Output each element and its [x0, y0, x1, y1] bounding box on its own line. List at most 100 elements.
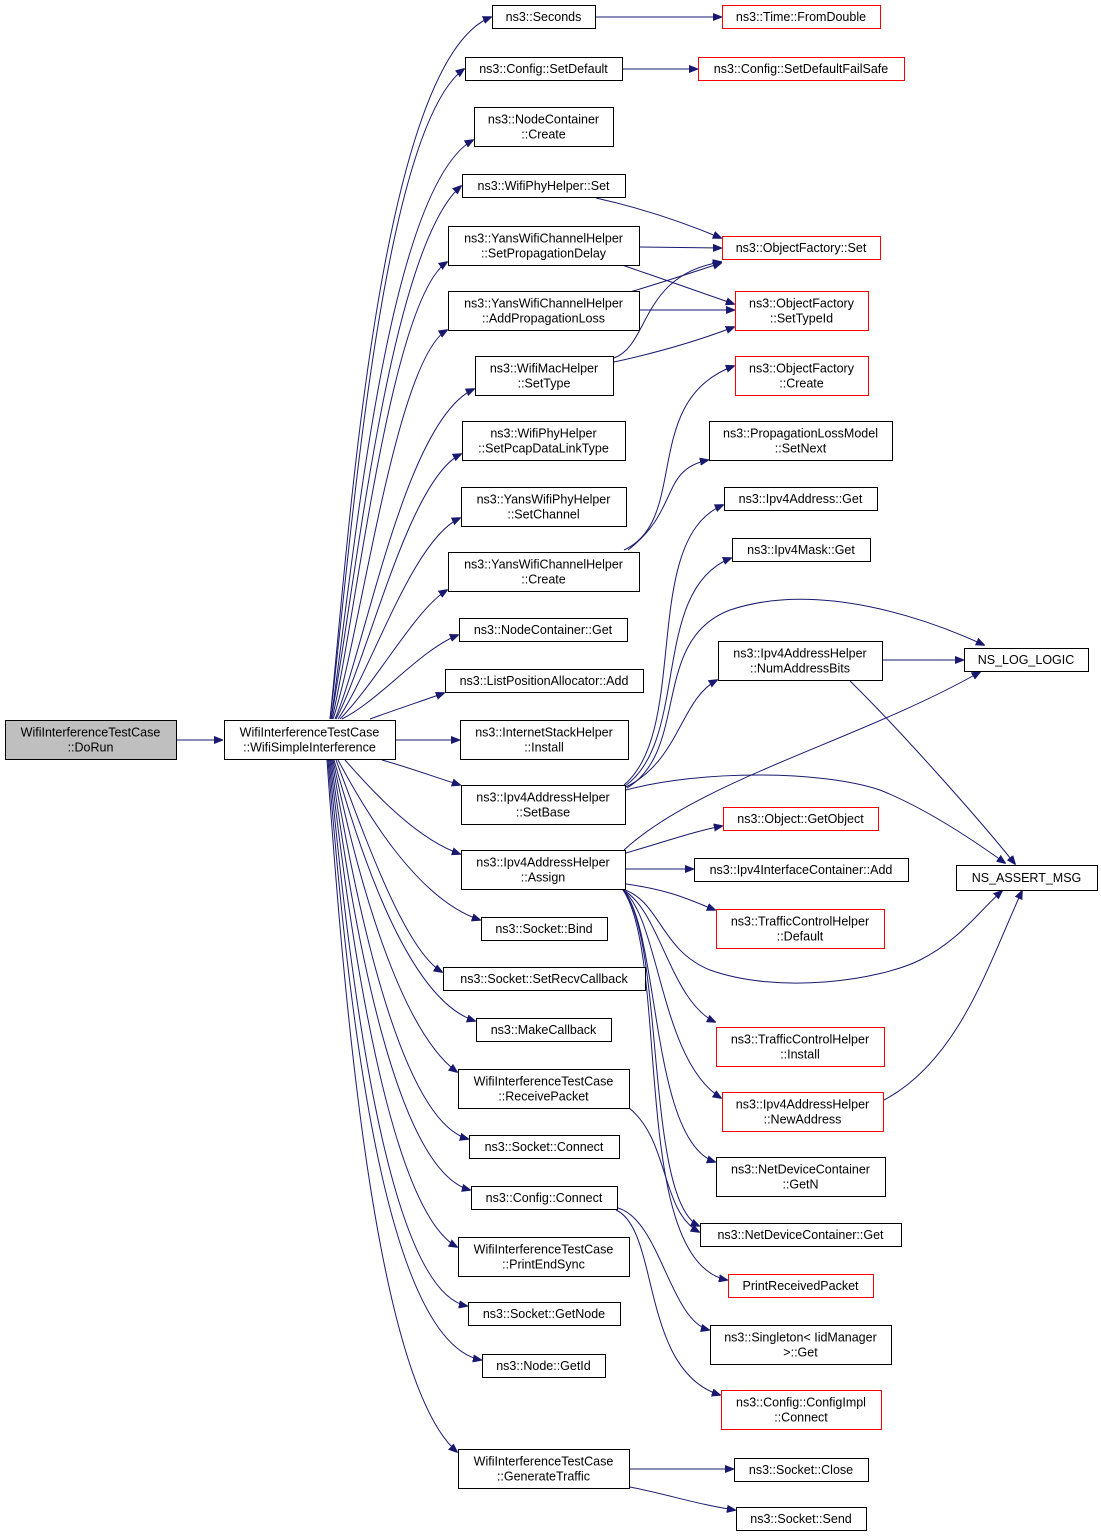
node-ndcgetn[interactable]: ns3::NetDeviceContainer::GetN: [716, 1157, 886, 1197]
node-witcrecv[interactable]: WifiInterferenceTestCase::ReceivePacket: [458, 1069, 630, 1109]
node-box: [722, 236, 881, 260]
node-ipv4ahassign[interactable]: ns3::Ipv4AddressHelper::Assign: [461, 850, 626, 890]
node-label: ns3::WifiPhyHelper::Set: [478, 179, 611, 193]
node-label: ::SetPcapDataLinkType: [478, 442, 609, 456]
node-box: [728, 1274, 874, 1298]
node-socketsend[interactable]: ns3::Socket::Send: [736, 1507, 867, 1531]
node-wmhsettype[interactable]: ns3::WifiMacHelper::SetType: [475, 356, 614, 396]
node-witcpes[interactable]: WifiInterferenceTestCase::PrintEndSync: [458, 1237, 630, 1277]
node-fromdouble[interactable]: ns3::Time::FromDouble: [722, 5, 881, 29]
node-label: ::Create: [521, 573, 566, 587]
node-socketsrcb[interactable]: ns3::Socket::SetRecvCallback: [443, 967, 646, 991]
edge-configconnect-to-configimplconnect: [615, 1209, 720, 1395]
node-ipv4icadd[interactable]: ns3::Ipv4InterfaceContainer::Add: [694, 858, 909, 882]
node-tchdefault[interactable]: ns3::TrafficControlHelper::Default: [716, 909, 885, 949]
node-box: [732, 538, 871, 562]
node-objgetobject[interactable]: ns3::Object::GetObject: [723, 807, 879, 831]
node-box: [459, 618, 628, 642]
node-nodegetid[interactable]: ns3::Node::GetId: [482, 1354, 606, 1378]
node-ncget[interactable]: ns3::NodeContainer::Get: [459, 618, 628, 642]
node-setdefault[interactable]: ns3::Config::SetDefault: [465, 57, 623, 81]
node-ipv4ahnewaddr[interactable]: ns3::Ipv4AddressHelper::NewAddress: [722, 1092, 884, 1132]
node-box: [723, 807, 879, 831]
node-plmsetnext[interactable]: ns3::PropagationLossModel::SetNext: [709, 421, 893, 461]
node-box: [724, 487, 878, 511]
node-box: [458, 1069, 630, 1109]
node-label: ns3::Ipv4AddressHelper: [476, 856, 609, 870]
node-ipv4addrget[interactable]: ns3::Ipv4Address::Get: [724, 487, 878, 511]
node-box: [700, 1223, 902, 1247]
node-tchinstall[interactable]: ns3::TrafficControlHelper::Install: [716, 1027, 885, 1067]
node-box: [475, 356, 614, 396]
node-box: [461, 785, 626, 825]
node-box: [476, 1018, 612, 1042]
node-socketbind[interactable]: ns3::Socket::Bind: [481, 917, 608, 941]
edge-ipv4ahsetbase-to-ipv4maskget: [624, 558, 731, 787]
edge-wsi-to-setdefault: [329, 69, 464, 720]
node-box: [694, 858, 909, 882]
node-socketconnect[interactable]: ns3::Socket::Connect: [469, 1135, 620, 1159]
node-singletonget[interactable]: ns3::Singleton< IidManager >::Get: [710, 1325, 892, 1365]
edge-configconnect-to-singletonget: [617, 1207, 709, 1330]
node-label: NS_ASSERT_MSG: [972, 871, 1082, 885]
node-ywchcreate[interactable]: ns3::YansWifiChannelHelper::Create: [448, 552, 640, 592]
edge-wsi-to-witcpes: [329, 759, 457, 1247]
node-box: [458, 1237, 630, 1277]
node-box: [474, 107, 614, 147]
node-box: [458, 1449, 630, 1489]
node-nsassertmsg[interactable]: NS_ASSERT_MSG: [956, 865, 1098, 891]
node-ishinstall[interactable]: ns3::InternetStackHelper::Install: [460, 720, 629, 760]
node-nccreate[interactable]: ns3::NodeContainer::Create: [474, 107, 614, 147]
node-label: ns3::Ipv4AddressHelper: [476, 791, 609, 805]
node-label: ns3::Socket::Bind: [495, 922, 592, 936]
node-ipv4maskget[interactable]: ns3::Ipv4Mask::Get: [732, 538, 871, 562]
node-ndcget[interactable]: ns3::NetDeviceContainer::Get: [700, 1223, 902, 1247]
node-box: [5, 720, 177, 760]
node-label: >::Get: [783, 1346, 818, 1360]
edge-wsi-to-socketsrcb: [335, 759, 442, 972]
node-ipv4ahnab[interactable]: ns3::Ipv4AddressHelper::NumAddressBits: [718, 641, 883, 681]
node-configconnect[interactable]: ns3::Config::Connect: [471, 1186, 618, 1210]
node-label: PrintReceivedPacket: [742, 1279, 859, 1293]
node-makecallback[interactable]: ns3::MakeCallback: [476, 1018, 612, 1042]
node-label: NS_LOG_LOGIC: [978, 653, 1075, 667]
edge-wphset-to-ofset: [595, 197, 721, 238]
node-printrecv[interactable]: PrintReceivedPacket: [728, 1274, 874, 1298]
node-seconds[interactable]: ns3::Seconds: [492, 5, 596, 29]
edge-wsi-to-ipv4ahsetbase: [381, 759, 460, 785]
node-box: [461, 487, 627, 527]
node-ofset[interactable]: ns3::ObjectFactory::Set: [722, 236, 881, 260]
edge-ipv4ahnewaddr-to-nsassertmsg: [883, 891, 1022, 1101]
node-setdefaultfs[interactable]: ns3::Config::SetDefaultFailSafe: [698, 57, 905, 81]
edge-wsi-to-ywchcreate: [339, 590, 447, 720]
node-label: ns3::NetDeviceContainer: [731, 1163, 870, 1177]
node-configimplconnect[interactable]: ns3::Config::ConfigImpl::Connect: [721, 1390, 882, 1430]
node-ipv4ahsetbase[interactable]: ns3::Ipv4AddressHelper::SetBase: [461, 785, 626, 825]
node-ofcreate[interactable]: ns3::ObjectFactory::Create: [735, 356, 869, 396]
node-socketclose[interactable]: ns3::Socket::Close: [734, 1458, 869, 1482]
node-label: WifiInterferenceTestCase: [21, 726, 161, 740]
edge-wsi-to-ywchspd: [331, 262, 447, 720]
node-witcgen[interactable]: WifiInterferenceTestCase::GenerateTraffi…: [458, 1449, 630, 1489]
node-nsloglogic[interactable]: NS_LOG_LOGIC: [964, 648, 1089, 672]
node-label: ns3::PropagationLossModel: [723, 427, 878, 441]
edge-wsi-to-socketconnect: [331, 759, 468, 1139]
nodes-layer: WifiInterferenceTestCase::DoRunWifiInter…: [5, 5, 1098, 1531]
node-wphpcap[interactable]: ns3::WifiPhyHelper::SetPcapDataLinkType: [462, 421, 626, 461]
edges-layer: [177, 17, 1022, 1510]
node-label: ::NumAddressBits: [750, 662, 850, 676]
node-socketgetnode[interactable]: ns3::Socket::GetNode: [468, 1302, 621, 1326]
edge-wsi-to-lpaadd: [369, 693, 444, 720]
node-wphset[interactable]: ns3::WifiPhyHelper::Set: [462, 174, 626, 198]
node-ywchspd[interactable]: ns3::YansWifiChannelHelper::SetPropagati…: [448, 226, 640, 266]
node-ywphsetchannel[interactable]: ns3::YansWifiPhyHelper::SetChannel: [461, 487, 627, 527]
edge-ipv4ahassign-to-objgetobject: [625, 826, 722, 854]
node-label: ns3::YansWifiChannelHelper: [464, 297, 623, 311]
node-ofsettypeid[interactable]: ns3::ObjectFactory::SetTypeId: [735, 291, 869, 331]
node-ywchapl[interactable]: ns3::YansWifiChannelHelper::AddPropagati…: [448, 291, 640, 331]
node-lpaadd[interactable]: ns3::ListPositionAllocator::Add: [445, 669, 644, 693]
node-label: ns3::Time::FromDouble: [736, 10, 866, 24]
edge-ipv4ahassign-to-ndcget: [622, 889, 699, 1226]
node-box: [722, 1092, 884, 1132]
node-wsi[interactable]: WifiInterferenceTestCase::WifiSimpleInte…: [224, 720, 396, 760]
